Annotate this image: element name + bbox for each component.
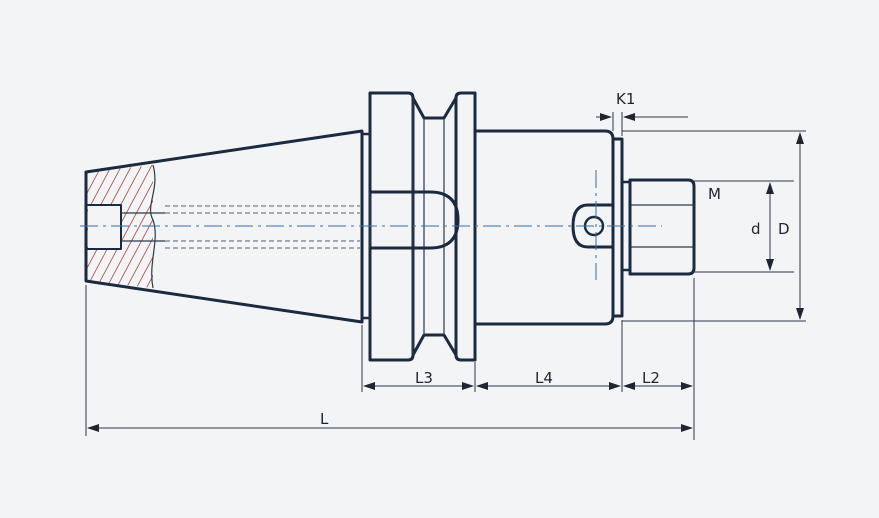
label-L2: L2 xyxy=(642,369,660,387)
label-K1: K1 xyxy=(616,90,635,108)
taper-outline xyxy=(84,129,364,324)
hidden-lines xyxy=(165,205,360,249)
label-L4: L4 xyxy=(535,369,553,387)
label-L: L xyxy=(320,410,329,428)
bore-cutout xyxy=(88,205,121,249)
label-M: M xyxy=(708,185,721,203)
hatched-section xyxy=(86,165,153,288)
flange-right xyxy=(454,91,477,362)
main-body xyxy=(473,129,615,326)
set-screw-boss xyxy=(571,203,615,249)
pull-stud-bore xyxy=(87,204,122,250)
label-L3: L3 xyxy=(415,369,433,387)
v-groove-bottom xyxy=(411,333,458,357)
drive-slot xyxy=(368,190,460,250)
label-D: D xyxy=(778,220,790,238)
spigot xyxy=(628,178,696,276)
v-groove xyxy=(411,96,458,120)
section-break-line xyxy=(149,164,156,289)
label-d: d xyxy=(751,220,761,238)
extension-lines xyxy=(85,112,806,440)
